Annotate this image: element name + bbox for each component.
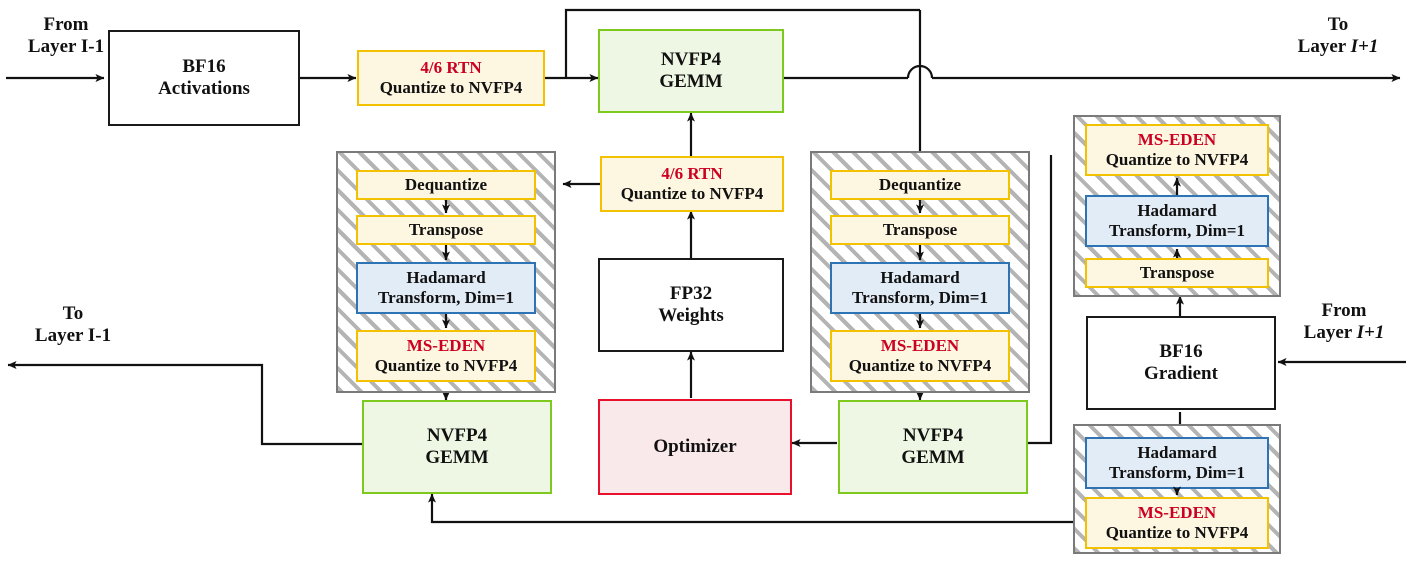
right-hadamard-box[interactable]: Hadamard Transform, Dim=1 [830, 262, 1010, 314]
dgrad-gemm-line1: NVFP4 [426, 424, 488, 446]
right-transpose-label: Transpose [882, 219, 958, 239]
right-hadamard-line1: Hadamard [880, 267, 960, 287]
left-dequantize-label: Dequantize [404, 174, 488, 194]
from-layer-next-line1: From [1321, 300, 1367, 321]
left-hadamard-box[interactable]: Hadamard Transform, Dim=1 [356, 262, 536, 314]
bf16-activations-line2: Activations [158, 78, 250, 99]
bf16-activations-line1: BF16 [182, 55, 226, 77]
right-mseden-target: Quantize to NVFP4 [848, 356, 992, 375]
optimizer-box[interactable]: Optimizer [598, 399, 792, 495]
act-mseden-box[interactable]: MS-EDEN Quantize to NVFP4 [1085, 124, 1269, 176]
label-to-layer-prev: To Layer I-1 [8, 303, 138, 348]
right-dequantize-box[interactable]: Dequantize [830, 170, 1010, 200]
grad-hadamard-line2: Transform, Dim=1 [1109, 463, 1245, 482]
grad-mseden-target: Quantize to NVFP4 [1105, 523, 1249, 542]
activation-quantize-box[interactable]: 4/6 RTN Quantize to NVFP4 [357, 50, 545, 106]
grad-hadamard-line1: Hadamard [1137, 442, 1217, 462]
bf16-gradient-line2: Gradient [1144, 363, 1218, 384]
fp32-weights-line1: FP32 [669, 282, 713, 304]
wgrad-nvfp4-gemm-box[interactable]: NVFP4 GEMM [838, 400, 1028, 494]
optimizer-label: Optimizer [653, 435, 737, 457]
weight-quantize-box[interactable]: 4/6 RTN Quantize to NVFP4 [600, 156, 784, 212]
dgrad-nvfp4-gemm-box[interactable]: NVFP4 GEMM [362, 400, 552, 494]
left-hadamard-line1: Hadamard [406, 267, 486, 287]
from-layer-prev-line2: Layer I-1 [27, 36, 105, 58]
fp32-weights-line2: Weights [658, 305, 724, 326]
right-hadamard-line2: Transform, Dim=1 [852, 288, 988, 307]
left-mseden-method: MS-EDEN [406, 335, 486, 355]
activation-quantize-target: Quantize to NVFP4 [379, 78, 523, 97]
label-from-layer-prev: From Layer I-1 [6, 14, 126, 59]
to-layer-next-line1: To [1327, 14, 1349, 35]
bf16-gradient-line1: BF16 [1159, 340, 1203, 362]
act-hadamard-box[interactable]: Hadamard Transform, Dim=1 [1085, 195, 1269, 247]
forward-gemm-line2: GEMM [659, 71, 723, 92]
left-transpose-box[interactable]: Transpose [356, 215, 536, 245]
activation-quantize-method: 4/6 RTN [420, 57, 482, 77]
right-mseden-box[interactable]: MS-EDEN Quantize to NVFP4 [830, 330, 1010, 382]
forward-nvfp4-gemm-box[interactable]: NVFP4 GEMM [598, 29, 784, 113]
left-mseden-box[interactable]: MS-EDEN Quantize to NVFP4 [356, 330, 536, 382]
left-mseden-target: Quantize to NVFP4 [374, 356, 518, 375]
act-transpose-label: Transpose [1139, 262, 1215, 282]
from-layer-next-line2: Layer I+1 [1303, 322, 1385, 344]
to-layer-prev-line2: Layer I-1 [34, 325, 112, 347]
grad-mseden-box[interactable]: MS-EDEN Quantize to NVFP4 [1085, 497, 1269, 549]
dgrad-gemm-line2: GEMM [425, 447, 489, 468]
left-hadamard-line2: Transform, Dim=1 [378, 288, 514, 307]
act-hadamard-line1: Hadamard [1137, 200, 1217, 220]
weight-quantize-method: 4/6 RTN [661, 163, 723, 183]
left-transpose-label: Transpose [408, 219, 484, 239]
from-layer-prev-line1: From [43, 14, 89, 35]
weight-quantize-target: Quantize to NVFP4 [620, 184, 764, 203]
act-hadamard-line2: Transform, Dim=1 [1109, 221, 1245, 240]
fp32-weights-box[interactable]: FP32 Weights [598, 258, 784, 352]
right-transpose-box[interactable]: Transpose [830, 215, 1010, 245]
label-from-layer-next: From Layer I+1 [1284, 300, 1404, 345]
left-dequantize-box[interactable]: Dequantize [356, 170, 536, 200]
right-mseden-method: MS-EDEN [880, 335, 960, 355]
act-mseden-method: MS-EDEN [1137, 129, 1217, 149]
grad-mseden-method: MS-EDEN [1137, 502, 1217, 522]
right-dequantize-label: Dequantize [878, 174, 962, 194]
act-mseden-target: Quantize to NVFP4 [1105, 150, 1249, 169]
label-to-layer-next: To Layer I+1 [1278, 14, 1398, 59]
bf16-gradient-box[interactable]: BF16 Gradient [1086, 316, 1276, 410]
grad-hadamard-box[interactable]: Hadamard Transform, Dim=1 [1085, 437, 1269, 489]
wgrad-gemm-line1: NVFP4 [902, 424, 964, 446]
wgrad-gemm-line2: GEMM [901, 447, 965, 468]
forward-gemm-line1: NVFP4 [660, 48, 722, 70]
to-layer-next-line2: Layer I+1 [1297, 36, 1379, 58]
bf16-activations-box[interactable]: BF16 Activations [108, 30, 300, 126]
act-transpose-box[interactable]: Transpose [1085, 258, 1269, 288]
to-layer-prev-line1: To [62, 303, 84, 324]
